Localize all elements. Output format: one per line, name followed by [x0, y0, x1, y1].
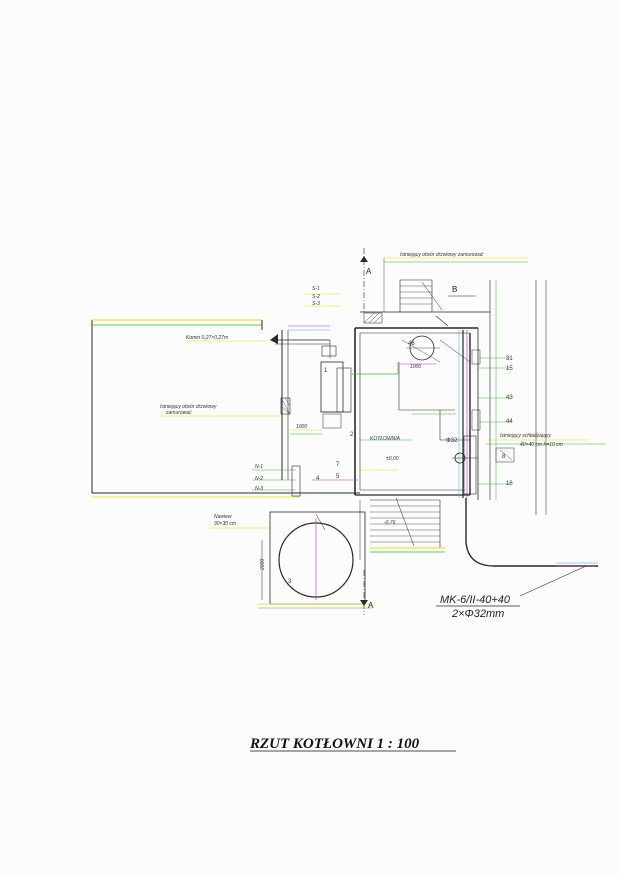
marker-43: 43: [506, 395, 513, 401]
section-a-top-label: A: [366, 267, 372, 276]
note-left-bricked-door-line1: Istniejący otwór drzwiowy: [160, 404, 217, 410]
dimension-2000: 2000: [260, 559, 266, 571]
south-staircase: [359, 497, 445, 560]
installation-lines: [160, 257, 606, 529]
underground-pipeline: [436, 498, 598, 607]
marker-3: 3: [288, 579, 292, 585]
section-b-label: B: [452, 285, 457, 294]
west-wall: [280, 330, 291, 480]
marker-s3: S-3: [312, 301, 320, 307]
floor-level-label: ±0,00: [386, 456, 399, 462]
pipe-spec-line1: MK-6/II-40+40: [440, 594, 511, 606]
marker-44: 44: [506, 419, 513, 425]
marker-2: 2: [350, 432, 354, 438]
pipe-spec-line2: 2×Φ32mm: [451, 608, 504, 620]
chimney-arrow-icon: [270, 334, 278, 344]
section-a-bottom-label: A: [368, 601, 374, 610]
chimney-label: Komin 0,27×0,27m: [186, 335, 228, 341]
marker-n1: N-1: [255, 464, 263, 470]
round-tank: [258, 511, 372, 609]
marker-5: 5: [336, 474, 340, 480]
marker-31: 31: [506, 356, 513, 362]
marker-4: 4: [316, 476, 320, 482]
chimney-duct: [270, 325, 337, 358]
section-a-top-arrow-icon: [360, 256, 368, 262]
marker-s2: S-2: [312, 294, 320, 300]
marker-phi32: Φ32: [446, 438, 458, 444]
pipe-risers-right: [452, 330, 515, 498]
note-left-bricked-door-line2: zamurować: [165, 410, 192, 416]
marker-n3: N-3: [255, 486, 263, 492]
marker-16: 16: [506, 481, 513, 487]
room-name-label: KOTŁOWNIA: [370, 436, 401, 442]
section-a-bottom-arrow-icon: [360, 600, 368, 606]
note-top-bricked-door: Istniejący otwór drzwiowy zamurować: [400, 252, 484, 258]
outer-wall-outline-left: [91, 319, 360, 498]
marker-n2: N-2: [255, 476, 263, 482]
expansion-vessel: [401, 335, 441, 363]
marker-7: 7: [336, 462, 340, 468]
section-markers: [360, 248, 476, 615]
dimension-1000-left: 1000: [296, 424, 307, 430]
boilers: [320, 361, 352, 429]
marker-46: 46: [408, 341, 415, 347]
north-staircase: [360, 279, 547, 515]
hatch-label: Nawiew: [214, 514, 232, 520]
marker-s1: S-1: [312, 286, 320, 292]
note-right-line1: Istniejący schładzający: [500, 433, 551, 439]
dimension-1000-top: 1000: [410, 364, 421, 370]
marker-1: 1: [324, 368, 328, 374]
marker-8: 8: [502, 454, 506, 460]
boiler-room-walls: [354, 327, 479, 500]
level-minus-076: -0,76: [384, 520, 396, 526]
note-right-line2: 40×40 cm h=10 cm: [520, 442, 563, 448]
marker-15: 15: [506, 366, 513, 372]
wall-hatch-top: [363, 312, 449, 327]
hatch-size-label: 30×30 cm: [214, 521, 236, 527]
drawing-title: RZUT KOTŁOWNI 1 : 100: [249, 736, 420, 752]
